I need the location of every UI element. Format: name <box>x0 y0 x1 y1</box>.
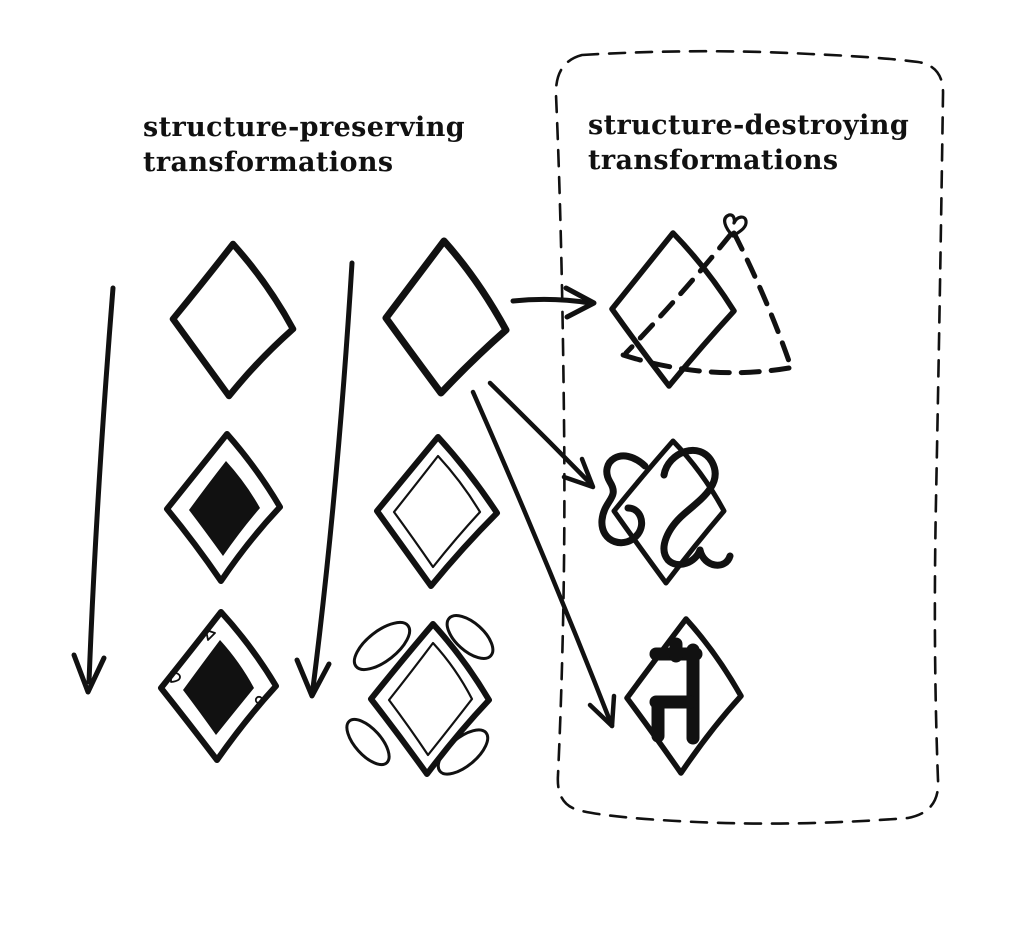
diamond-outline <box>368 621 492 777</box>
speck-triangle <box>205 629 216 641</box>
shape-scribble <box>598 438 734 586</box>
scribble-stroke-left <box>598 452 649 547</box>
arrow-left-head <box>71 652 107 695</box>
arrow-left-column <box>71 285 116 695</box>
arrow-middle-shaft <box>310 260 355 691</box>
heading-line-1: structure-destroying <box>588 110 910 141</box>
arrow-to-skewed <box>510 285 597 320</box>
arrow-to-scribble <box>487 380 596 490</box>
heading-line-2: transformations <box>143 147 394 178</box>
diamond-middle-original <box>382 237 510 397</box>
diamond-left-original <box>169 240 297 400</box>
speck-dot <box>254 695 264 705</box>
diamond-inner-line <box>392 454 482 569</box>
arrow-shaft <box>470 389 615 729</box>
heading-structure-preserving: structure-preserving transformations <box>143 110 465 180</box>
arrow-middle-column <box>294 260 355 699</box>
diamond-outline <box>609 230 737 389</box>
heart-tip-icon <box>723 213 748 238</box>
diamond-left-filled <box>164 431 283 584</box>
scribble-stroke-right <box>660 446 734 569</box>
dashed-region-border <box>554 49 945 825</box>
shape-glyph <box>624 616 744 776</box>
heading-structure-destroying: structure-destroying transformations <box>588 108 909 178</box>
arrow-head <box>563 285 597 320</box>
dashed-line-right <box>731 230 794 370</box>
petal-ellipse-bottom-left <box>345 717 391 767</box>
arrow-shaft <box>510 296 593 306</box>
glyph-mark <box>649 637 703 745</box>
arrow-shaft <box>487 380 593 486</box>
petal-ellipse-top-right <box>445 614 495 660</box>
speck-d-mark <box>170 671 181 683</box>
diamond-black-center <box>183 640 254 735</box>
arrow-middle-head <box>294 657 332 699</box>
diamond-middle-petals <box>345 614 495 777</box>
arrow-head <box>561 456 596 490</box>
arrow-head <box>587 693 617 729</box>
heading-line-2: transformations <box>588 145 839 176</box>
diamond-middle-inset <box>374 434 500 589</box>
arrow-left-shaft <box>86 285 116 685</box>
heading-line-1: structure-preserving <box>143 112 466 143</box>
diamond-left-filled-specked <box>158 609 279 763</box>
arrow-to-glyph <box>470 389 617 729</box>
shape-skewed-dashed <box>609 213 794 389</box>
dashed-line-diagonal <box>623 231 734 356</box>
diamond-outline <box>374 434 500 589</box>
petal-ellipse-top-left <box>352 620 412 672</box>
diamond-black-center <box>189 461 260 556</box>
dashed-line-bottom <box>617 351 792 376</box>
diamond-inner-line <box>387 641 474 757</box>
